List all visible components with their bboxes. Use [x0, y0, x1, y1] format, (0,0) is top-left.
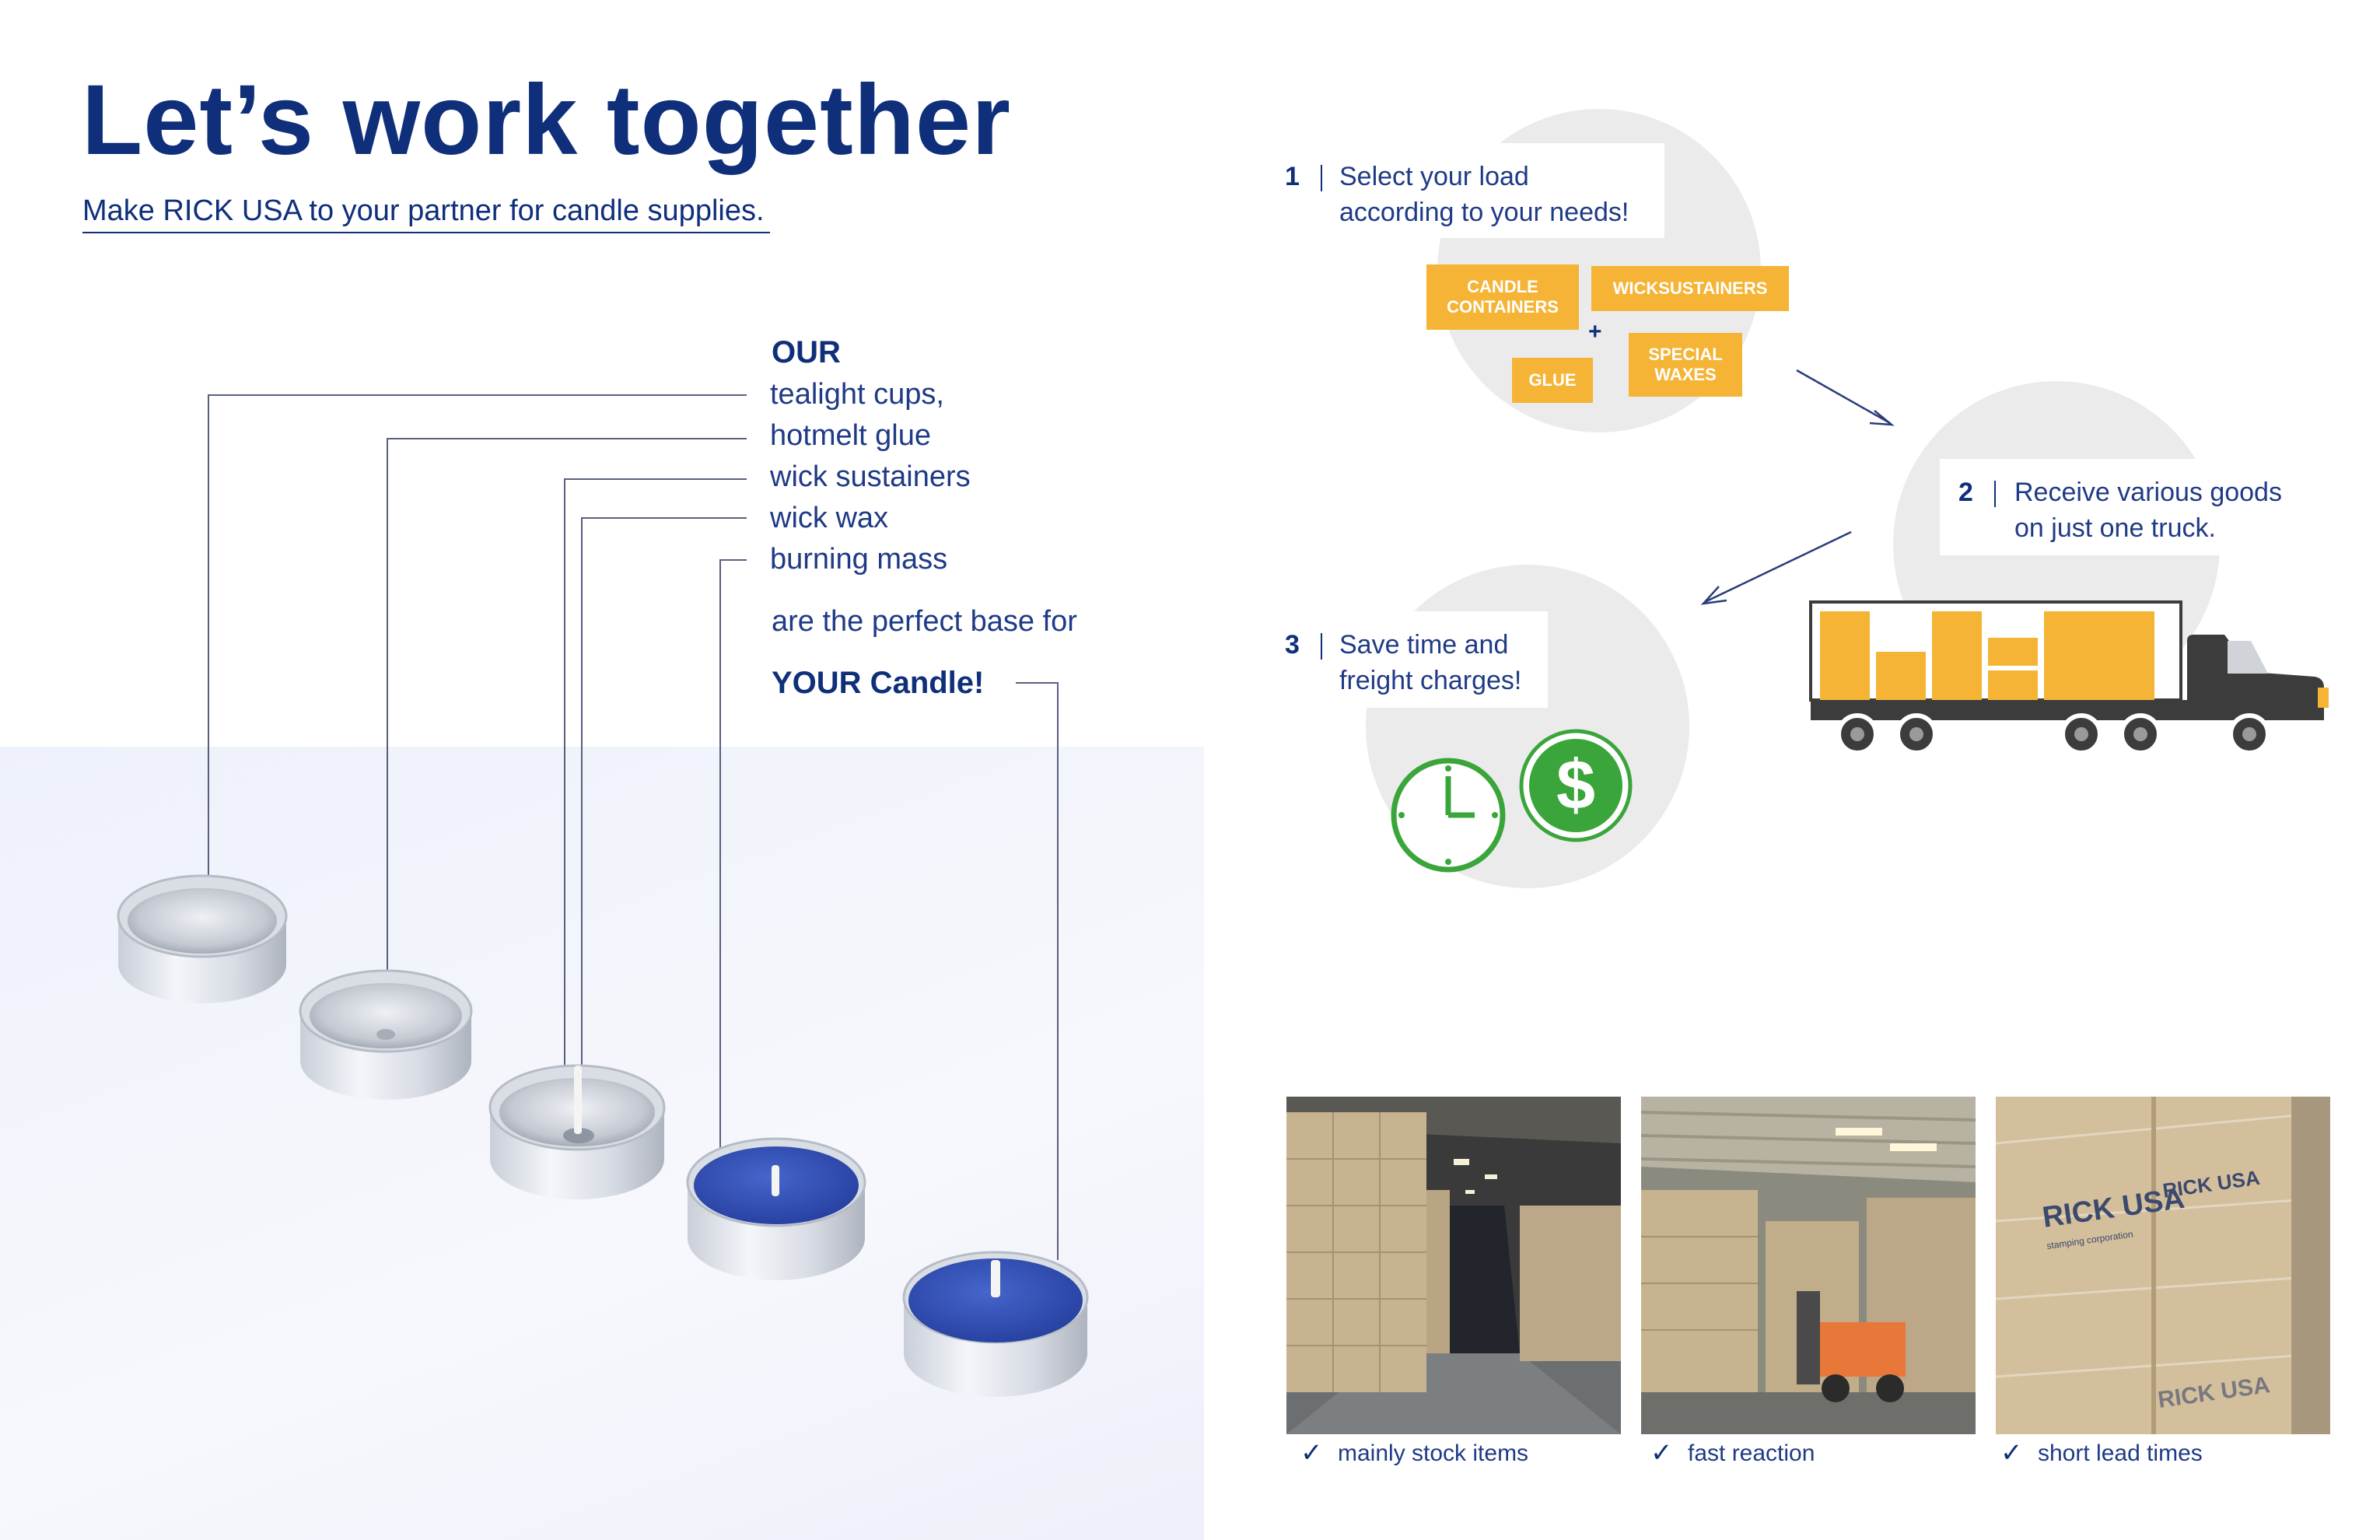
step1-line1: Select your load [1339, 162, 1529, 191]
step1-divider [1321, 165, 1322, 191]
check-icon: ✓ [2000, 1438, 2023, 1468]
step1-line2: according to your needs! [1339, 198, 1629, 227]
clock-icon [1391, 758, 1506, 873]
your-candle-text: YOUR Candle! [772, 666, 985, 700]
step2-line2: on just one truck. [2014, 513, 2216, 543]
step3-divider [1321, 633, 1322, 660]
subtitle-underline [82, 232, 770, 233]
step3-line2: freight charges! [1339, 666, 1522, 695]
tealight-cup-blue-wax [686, 1137, 866, 1280]
step3-text-box [1276, 611, 1548, 708]
tealight-illustration [117, 394, 1089, 1397]
step3-number: 3 [1285, 630, 1300, 660]
step2-divider [1994, 481, 1996, 507]
page-title: Let’s work together [82, 65, 1011, 176]
tealight-cup-empty [117, 874, 288, 1003]
arrow-step1-to-step2 [1796, 369, 1895, 426]
step2-number: 2 [1958, 478, 1973, 507]
benefit-stock-items: mainly stock items [1338, 1440, 1529, 1466]
step2-line1: Receive various goods [2014, 478, 2282, 507]
check-icon: ✓ [1300, 1438, 1323, 1468]
photo-rick-usa-boxes: RICK USA stamping corporation RICK USA R… [1996, 1097, 2330, 1434]
step1-number: 1 [1285, 162, 1300, 191]
tealight-cup-with-glue [299, 969, 473, 1100]
tag-wicksustainers: WICKSUSTAINERS [1591, 266, 1789, 311]
leader-line-wick-wax [581, 517, 747, 1069]
photo-forklift [1641, 1097, 1976, 1434]
truck-icon [1809, 600, 2329, 755]
our-products-label: OUR [772, 335, 841, 369]
perfect-base-text: are the perfect base for [772, 605, 1077, 638]
check-icon: ✓ [1650, 1438, 1673, 1468]
product-wick-sustainers: wick sustainers [770, 460, 971, 493]
tealight-finished-candle [902, 1251, 1089, 1397]
product-tealight-cups: tealight cups, [770, 378, 944, 411]
leader-line-burning-mass [719, 559, 747, 1204]
step1-text-box [1276, 143, 1664, 238]
tag-glue: GLUE [1512, 358, 1593, 403]
step-arrows [1700, 369, 1895, 605]
photo-warehouse-aisle [1286, 1097, 1621, 1434]
leader-line-wick-sustainers [564, 478, 747, 1136]
step2-text-box [1940, 459, 2282, 555]
dollar-icon: $ [1519, 729, 1633, 842]
leader-line-your-candle [1016, 682, 1059, 1260]
tealight-cup-with-wick [488, 1064, 666, 1199]
svg-text:$: $ [1556, 747, 1595, 824]
page-subtitle: Make RICK USA to your partner for candle… [82, 194, 765, 227]
tag-plus: + [1588, 319, 1602, 345]
tag-special-waxes: SPECIAL WAXES [1629, 333, 1742, 397]
leader-line-hotmelt-glue [387, 438, 747, 1028]
benefit-short-lead-times: short lead times [2038, 1440, 2203, 1466]
tag-candle-containers: CANDLE CONTAINERS [1426, 264, 1579, 330]
product-wick-wax: wick wax [770, 502, 889, 534]
product-hotmelt-glue: hotmelt glue [770, 419, 932, 452]
product-burning-mass: burning mass [770, 543, 948, 576]
leader-line-tealight-cups [208, 394, 747, 877]
arrow-step2-to-step3 [1700, 530, 1852, 605]
step3-line1: Save time and [1339, 630, 1509, 660]
benefit-fast-reaction: fast reaction [1688, 1440, 1815, 1466]
time-money-icons: $ [1391, 729, 1633, 873]
